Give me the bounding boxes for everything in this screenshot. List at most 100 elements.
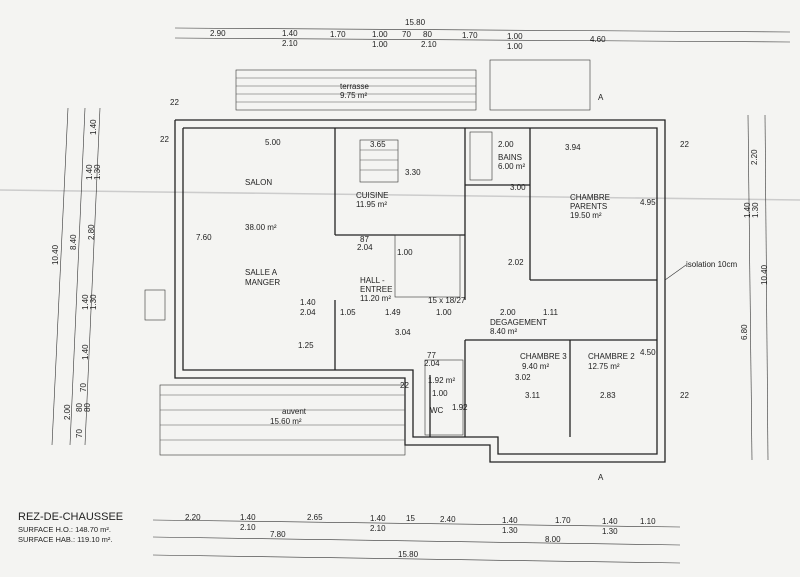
interior-dimensions: 5.00 3.65 3.30 2.00 3.94 3.00 4.95 7.60 …: [160, 98, 689, 412]
dim-label: 6.80: [740, 324, 749, 340]
room-area: 12.75 m²: [588, 362, 620, 371]
dim-label: 1.30: [502, 526, 518, 535]
dim-label: 2.10: [421, 40, 437, 49]
room-label: auvent: [282, 407, 307, 416]
dim-label: 2.10: [240, 523, 256, 532]
dim-label: 1.40: [85, 164, 94, 180]
room-label: SALON: [245, 178, 272, 187]
dim-label: 15: [406, 514, 415, 523]
dim-label: 87: [360, 235, 369, 244]
room-label: CHAMBRE 3: [520, 352, 567, 361]
room-label: SALLE A: [245, 268, 278, 277]
dim-label: 2.90: [210, 29, 226, 38]
bottom-dimensions: 2.20 1.40 2.10 2.65 1.40 2.10 15 2.40 1.…: [152, 513, 681, 564]
room-label: CHAMBRE: [570, 193, 610, 202]
dim-label: 1.00: [432, 389, 448, 398]
dim-label: 5.00: [265, 138, 281, 147]
dim-label: 22: [160, 135, 169, 144]
dim-label: 1.49: [385, 308, 401, 317]
dim-label: 3.30: [405, 168, 421, 177]
dim-label: 1.40: [81, 294, 90, 310]
section-mark: A: [598, 473, 604, 482]
entrance-steps: [489, 59, 591, 111]
surface-hab: SURFACE HAB.: 119.10 m².: [18, 535, 112, 544]
room-label: ENTREE: [360, 285, 392, 294]
room-area: 9.40 m²: [522, 362, 549, 371]
room-label: MANGER: [245, 278, 280, 287]
section-mark: A: [598, 93, 604, 102]
dim-label: 2.20: [750, 149, 759, 165]
dim-label: 2.65: [307, 513, 323, 522]
dim-label: 1.70: [330, 30, 346, 39]
dim-label: 1.00: [372, 40, 388, 49]
dim-label: 1.40: [282, 29, 298, 38]
dim-label: 2.10: [370, 524, 386, 533]
dim-label: 22: [680, 140, 689, 149]
dim-label: 3.04: [395, 328, 411, 337]
room-label: CUISINE: [356, 191, 388, 200]
dim-label: 15.80: [398, 550, 419, 559]
room-label: WC: [430, 406, 444, 415]
dim-label: 7.60: [196, 233, 212, 242]
dim-label: 2.04: [424, 359, 440, 368]
dim-label: 3.11: [525, 391, 541, 400]
terrasse: terrasse 9.75 m²: [235, 69, 477, 111]
dim-label: 1.30: [751, 202, 760, 218]
dim-label: 1.00: [507, 32, 523, 41]
dim-label: 22: [680, 391, 689, 400]
dim-label: 1.30: [89, 294, 98, 310]
dim-label: 22: [400, 381, 409, 390]
dim-label: 1.00: [372, 30, 388, 39]
room-label: HALL -: [360, 276, 385, 285]
room-area: 1.92 m²: [428, 376, 455, 385]
dim-label: 1.70: [555, 516, 571, 525]
dim-label: 1.00: [507, 42, 523, 51]
dim-label: 1.40: [240, 513, 256, 522]
dim-label: 8.00: [545, 535, 561, 544]
dim-label: 1.00: [436, 308, 452, 317]
dim-label: 1.30: [602, 527, 618, 536]
dim-label: 2.83: [600, 391, 616, 400]
dim-label: 2.00: [500, 308, 516, 317]
room-area: 8.40 m²: [490, 327, 517, 336]
dim-label: 2.10: [282, 39, 298, 48]
room-area: 9.75 m²: [340, 91, 367, 100]
dim-label: 10.40: [760, 264, 769, 285]
dim-label: 1.40: [300, 298, 316, 307]
dim-label: 2.02: [508, 258, 524, 267]
dim-label: 3.00: [510, 183, 526, 192]
left-dimensions: 10.40 8.40 2.00 1.40 1.40 1.30 2.80 1.40…: [51, 107, 102, 446]
wc-area: [424, 359, 464, 436]
auvent: auvent 15.60 m²: [159, 384, 406, 456]
insulation-note: isolation 10cm: [686, 260, 737, 269]
dim-label: 1.05: [340, 308, 356, 317]
dim-label: 2.40: [440, 515, 456, 524]
dim-label: 4.50: [640, 348, 656, 357]
dim-label: 80: [423, 30, 432, 39]
room-label: CHAMBRE 2: [588, 352, 635, 361]
dim-label: 2.00: [63, 404, 72, 420]
dim-label: 1.25: [298, 341, 314, 350]
dim-label: 2.00: [498, 140, 514, 149]
dim-label: 1.40: [81, 344, 90, 360]
dim-label: 80: [83, 403, 92, 412]
room-area: 11.95 m²: [356, 200, 387, 209]
dim-label: 3.02: [515, 373, 531, 382]
dim-label: 4.60: [590, 35, 606, 44]
dim-label: 2.04: [357, 243, 373, 252]
room-label: DEGAGEMENT: [490, 318, 547, 327]
dim-label: 1.40: [89, 119, 98, 135]
dim-label: 70: [75, 429, 84, 438]
room-label: BAINS: [498, 153, 522, 162]
dim-label: 70: [79, 383, 88, 392]
dim-label: 1.10: [640, 517, 656, 526]
dim-label: 7.80: [270, 530, 286, 539]
dim-label: 1.11: [543, 308, 559, 317]
dim-label: 1.40: [370, 514, 386, 523]
dim-label: 80: [75, 403, 84, 412]
dim-label: 3.65: [370, 140, 386, 149]
dim-label: 70: [402, 30, 411, 39]
right-dimensions: 2.20 1.40 1.30 6.80 10.40: [740, 114, 769, 461]
dim-label: 1.40: [502, 516, 518, 525]
